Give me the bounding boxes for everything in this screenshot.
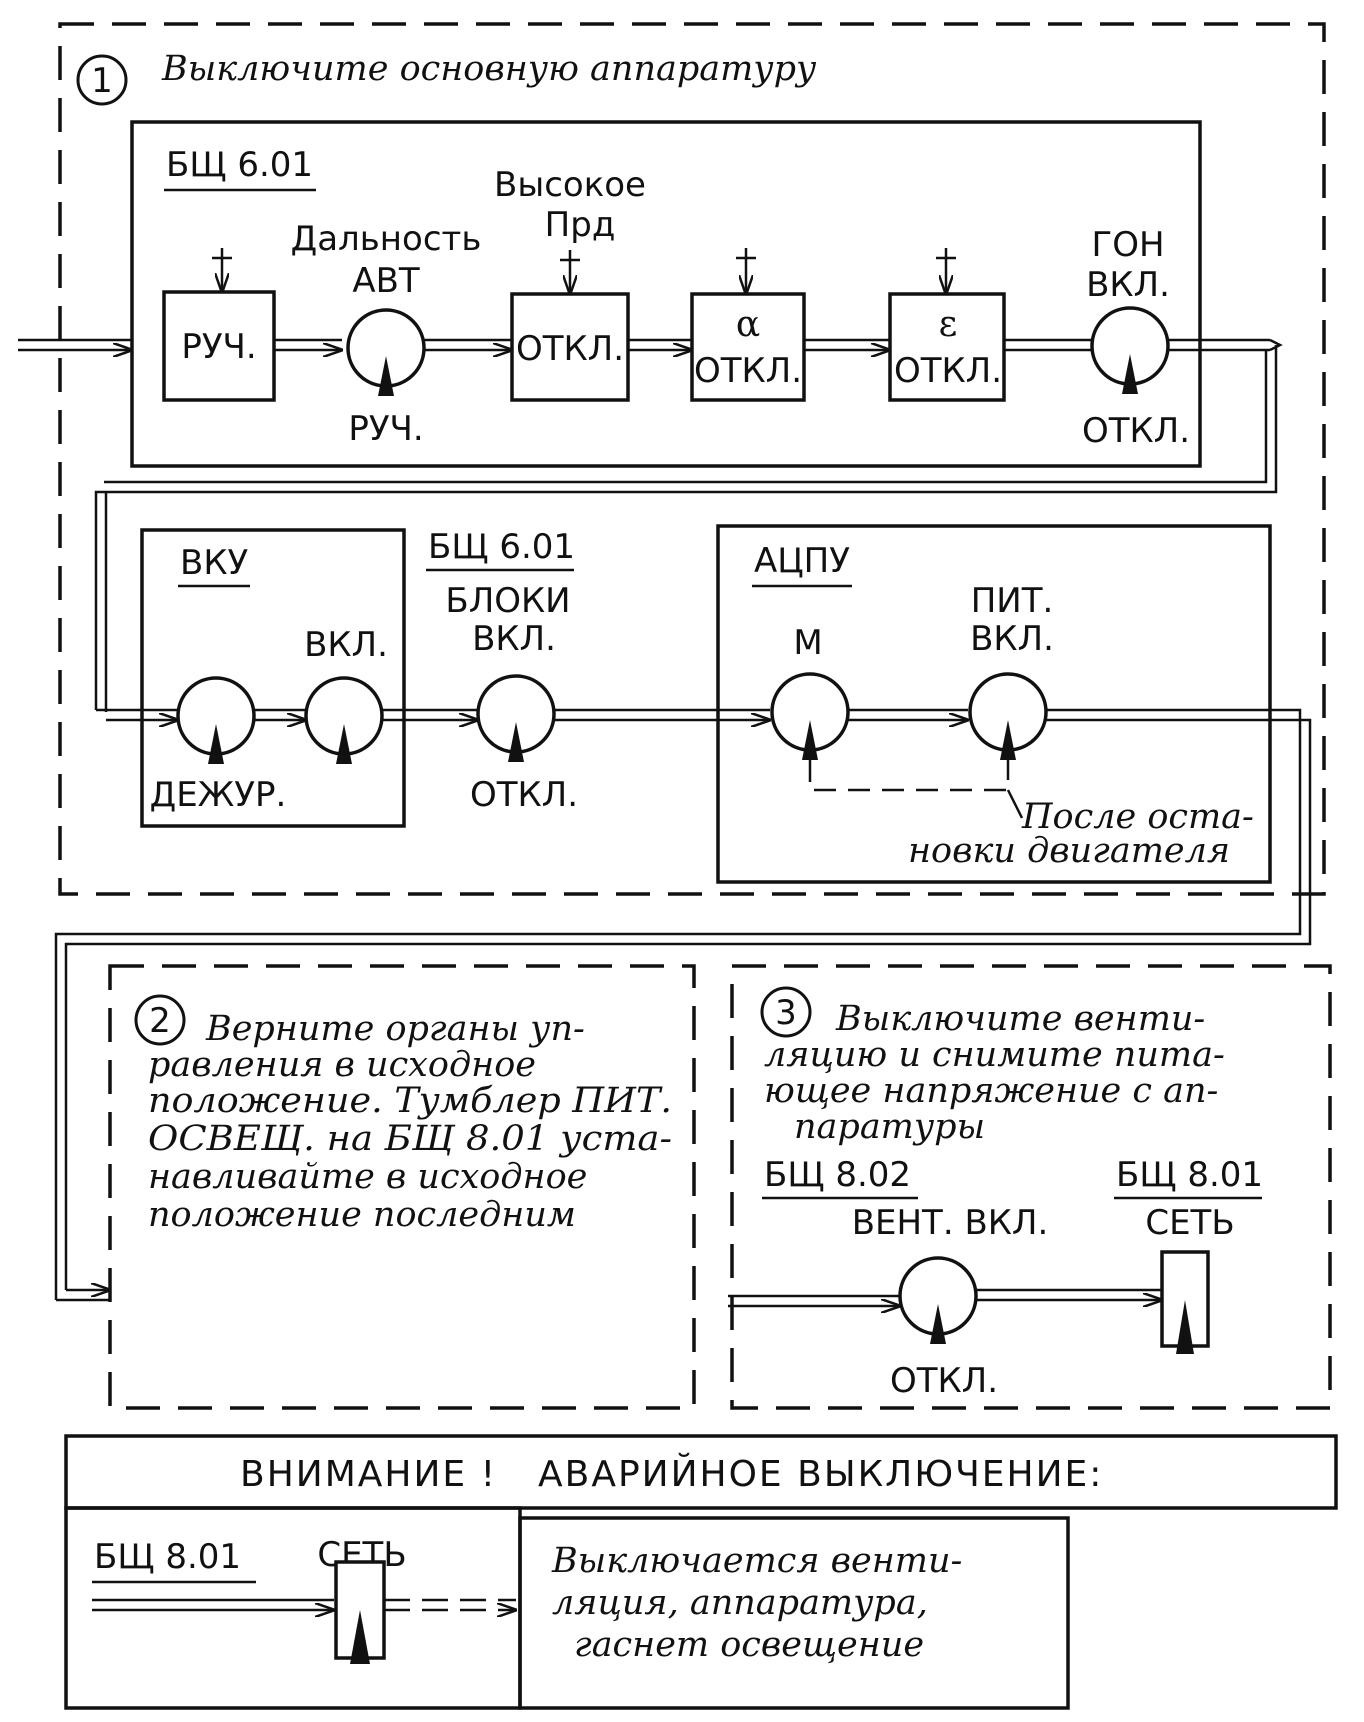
range-label-2: АВТ	[352, 261, 420, 301]
step3-line: паратуры	[794, 1107, 985, 1147]
duty-knob[interactable]	[176, 676, 256, 764]
step1-title: Выключите основную аппаратуру	[161, 49, 817, 89]
manual-switch-box[interactable]	[162, 290, 276, 402]
range-knob-bottom-label: РУЧ.	[348, 409, 423, 449]
vent-knob-bottom-label: ОТКЛ.	[890, 1361, 998, 1401]
acpu-m-knob[interactable]	[770, 672, 850, 760]
high-transmit-label: ОТКЛ.	[516, 329, 624, 369]
step2-line: положение. Тумблер ПИТ.	[148, 1081, 672, 1121]
epsilon-symbol: ε	[939, 304, 958, 345]
acpu-panel-name: АЦПУ	[754, 541, 850, 581]
vku-panel-name: ВКУ	[180, 543, 248, 583]
step2-number: 2	[149, 1001, 171, 1041]
high-label-1: Высокое	[494, 165, 646, 205]
vent-knob[interactable]	[898, 1256, 978, 1344]
bsch-601-blocks-name: БЩ 6.01	[428, 527, 575, 567]
gon-knob[interactable]	[1090, 306, 1170, 394]
alpha-label: ОТКЛ.	[694, 351, 802, 391]
acpu-pit-label-1: ПИТ.	[971, 581, 1054, 621]
network-toggle[interactable]	[1160, 1250, 1210, 1354]
step1-frame	[58, 22, 1326, 896]
duty-knob-label: ДЕЖУР.	[150, 775, 287, 815]
network-label: СЕТЬ	[1145, 1203, 1234, 1243]
emergency-title-attention: ВНИМАНИЕ !	[240, 1454, 497, 1495]
vku-on-label: ВКЛ.	[304, 625, 388, 665]
acpu-interlock-line	[808, 760, 1010, 792]
alpha-box[interactable]	[690, 292, 806, 402]
emergency-title-frame	[64, 1434, 1338, 1510]
emergency-result-line: гаснет освещение	[574, 1625, 924, 1665]
acpu-m-label: М	[793, 623, 822, 663]
high-label-2: Прд	[545, 205, 616, 245]
gon-knob-bottom-label: ОТКЛ.	[1082, 411, 1190, 451]
epsilon-box[interactable]	[888, 292, 1006, 402]
epsilon-label: ОТКЛ.	[894, 351, 1002, 391]
panel-bsch-802-name: БЩ 8.02	[764, 1155, 911, 1195]
emergency-result-line: ляция, аппаратура,	[552, 1583, 928, 1623]
emergency-section: ВНИМАНИЕ ! АВАРИЙНОЕ ВЫКЛЮЧЕНИЕ: БЩ 8.01…	[64, 1434, 1338, 1710]
step3-number: 3	[775, 993, 797, 1033]
step1-number-circle	[76, 54, 128, 106]
step3-line: ляцию и снимите пита-	[764, 1035, 1225, 1075]
step2-number-circle	[134, 994, 186, 1046]
step3-number-circle	[760, 986, 812, 1038]
panel-bsch-801-name: БЩ 8.01	[1116, 1155, 1263, 1195]
blocks-knob[interactable]	[476, 674, 556, 762]
emergency-panel-name: БЩ 8.01	[94, 1537, 241, 1577]
step2-line: ОСВЕЩ. на БЩ 8.01 уста-	[148, 1119, 672, 1159]
gon-label-1: ГОН	[1091, 225, 1164, 265]
blocks-label-1: БЛОКИ	[445, 581, 570, 621]
vku-panel	[140, 528, 406, 828]
step2-frame	[108, 964, 696, 1410]
emergency-result-frame	[518, 1516, 1070, 1710]
acpu-panel	[716, 524, 1272, 884]
blocks-label-2: ВКЛ.	[472, 619, 556, 659]
step3-line: ющее напряжение с ап-	[764, 1071, 1218, 1111]
emergency-result-line: Выключается венти-	[551, 1541, 962, 1581]
acpu-pit-label-2: ВКЛ.	[970, 619, 1054, 659]
step2-line: равления в исходное	[148, 1045, 536, 1085]
range-label-1: Дальность	[291, 219, 482, 259]
emergency-title-shutdown: АВАРИЙНОЕ ВЫКЛЮЧЕНИЕ:	[538, 1453, 1103, 1495]
step2-line: положение последним	[148, 1195, 576, 1235]
step3-line: Выключите венти-	[835, 999, 1205, 1039]
gon-label-2: ВКЛ.	[1086, 265, 1170, 305]
acpu-power-knob[interactable]	[968, 672, 1048, 760]
emergency-network-toggle[interactable]	[334, 1560, 386, 1664]
blocks-knob-bottom-label: ОТКЛ.	[470, 775, 578, 815]
panel-bsch-601-top-name: БЩ 6.01	[166, 145, 313, 185]
vku-on-knob[interactable]	[304, 676, 384, 764]
vent-on-label: ВЕНТ. ВКЛ.	[852, 1203, 1049, 1243]
step2-section: 2 Верните органы уп- равления в исходное…	[108, 964, 696, 1410]
step3-section: 3 Выключите венти- ляцию и снимите пита-…	[728, 964, 1332, 1410]
high-transmit-box[interactable]	[510, 292, 630, 402]
panel-bsch-601-top	[130, 120, 1202, 468]
manual-switch-label: РУЧ.	[181, 327, 256, 367]
step1-section: 1 Выключите основную аппаратуру БЩ 6.01 …	[18, 22, 1326, 1302]
step2-line: Верните органы уп-	[205, 1009, 585, 1049]
range-knob[interactable]	[346, 308, 426, 396]
acpu-note-2: новки двигателя	[908, 831, 1230, 871]
alpha-symbol: α	[736, 304, 760, 345]
acpu-note-1: После оста-	[1021, 797, 1254, 837]
step1-number: 1	[91, 61, 113, 101]
step2-line: навливайте в исходное	[148, 1157, 587, 1197]
